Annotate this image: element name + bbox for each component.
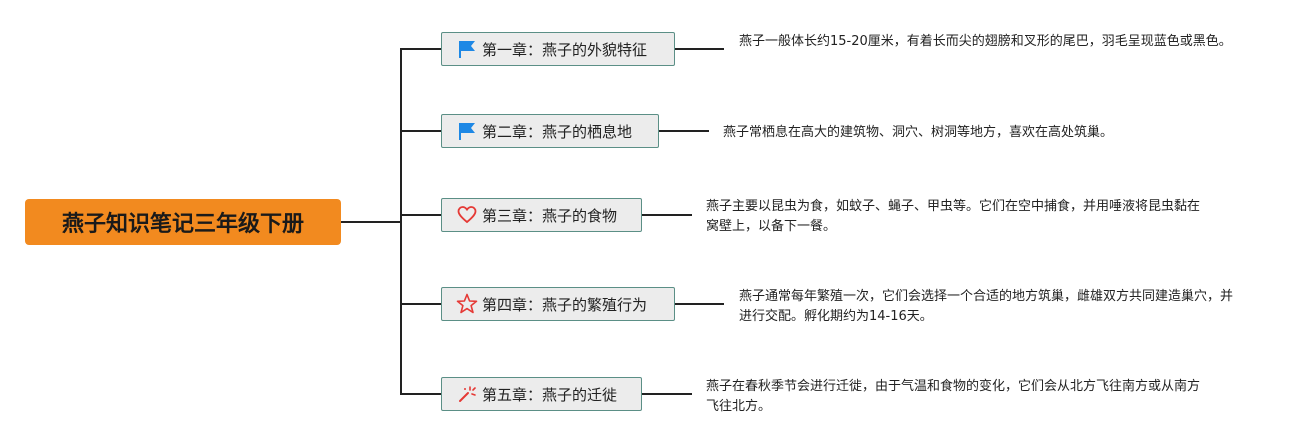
chapter-2-label: 第二章：燕子的栖息地 — [482, 122, 633, 141]
chapter-2-description: 燕子常栖息在高大的建筑物、洞穴、树洞等地方，喜欢在高处筑巢。 — [723, 125, 1114, 140]
chapter-5-label: 第五章：燕子的迁徙 — [482, 385, 618, 404]
heart-icon — [456, 204, 478, 226]
flag-icon — [456, 38, 478, 60]
chapter-1-description: 燕子一般体长约15-20厘米，有着长而尖的翅膀和叉形的尾巴，羽毛呈现蓝色或黑色。 — [739, 34, 1232, 49]
chapter-1-node[interactable]: 第一章：燕子的外貌特征 — [441, 32, 675, 66]
chapter-4-description: 燕子通常每年繁殖一次，它们会选择一个合适的地方筑巢，雌雄双方共同建造巢穴，并进行… — [739, 289, 1234, 324]
chapter-5-description: 燕子在春秋季节会进行迁徙，由于气温和食物的变化，它们会从北方飞往南方或从南方飞往… — [706, 379, 1201, 414]
chapter-5-node[interactable]: 第五章：燕子的迁徙 — [441, 377, 642, 411]
chapter-1-label: 第一章：燕子的外貌特征 — [482, 40, 648, 59]
root-topic[interactable]: 燕子知识笔记三年级下册 — [25, 199, 341, 245]
chapter-3-node[interactable]: 第三章：燕子的食物 — [441, 198, 642, 232]
chapter-4-label: 第四章：燕子的繁殖行为 — [482, 295, 648, 314]
chapter-3-label: 第三章：燕子的食物 — [482, 206, 618, 225]
flag-icon — [456, 120, 478, 142]
chapter-4-node[interactable]: 第四章：燕子的繁殖行为 — [441, 287, 675, 321]
chapter-2-node[interactable]: 第二章：燕子的栖息地 — [441, 114, 659, 148]
star-icon — [456, 293, 478, 315]
sparkle-icon — [456, 383, 478, 405]
chapter-3-description: 燕子主要以昆虫为食，如蚊子、蝇子、甲虫等。它们在空中捕食，并用唾液将昆虫黏在窝壁… — [706, 199, 1201, 234]
